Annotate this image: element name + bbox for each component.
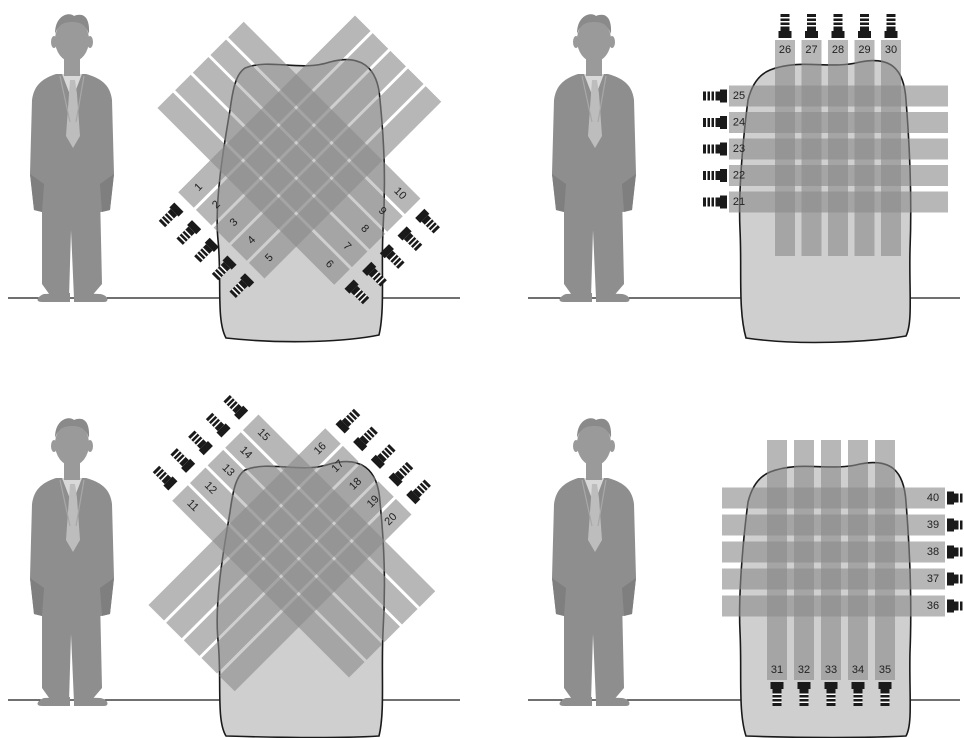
panel-grid-bottom: 31 32 33 34 35 36 37 38 39 40: [528, 417, 964, 738]
scan-beam: [722, 541, 945, 563]
projector-icon: [858, 14, 871, 38]
projector-icon: [703, 89, 727, 103]
beam-layer: [729, 40, 948, 256]
beam-number-label: 23: [733, 143, 745, 155]
scan-beam: [166, 445, 359, 639]
scan-beam: [219, 498, 412, 692]
person-silhouette: [29, 417, 115, 707]
person-silhouette: [551, 417, 637, 707]
projector-icon: [947, 518, 964, 532]
projector-icon: [353, 425, 380, 452]
scan-beam: [722, 487, 945, 509]
scan-beam: [175, 74, 368, 268]
scan-beam: [775, 40, 795, 256]
panel-grid-top: 21 22 23 24 25 26 27 28 29 30: [528, 13, 960, 344]
scan-beam: [157, 92, 350, 285]
scan-beam: [183, 463, 377, 656]
beam-number-label: 38: [927, 546, 939, 558]
scan-beam: [828, 40, 848, 256]
scan-beam: [201, 481, 394, 674]
projector-icon: [157, 202, 184, 229]
beam-number-label: 26: [779, 44, 791, 56]
beam-number-label: 29: [858, 44, 870, 56]
projector-icon: [947, 572, 964, 586]
projector-icon: [778, 14, 792, 38]
scan-beam: [881, 40, 901, 256]
scan-beam: [854, 40, 875, 256]
projector-icon: [703, 169, 727, 182]
beam-number-label: 39: [927, 519, 939, 531]
projector-icon: [703, 142, 727, 156]
beam-number-label: 27: [805, 44, 817, 56]
projector-icon: [186, 429, 213, 456]
beam-layer: [722, 440, 945, 680]
scan-beam: [228, 21, 421, 215]
person-silhouette: [29, 13, 115, 303]
projector-icon: [703, 195, 727, 209]
beam-number-label: 31: [771, 664, 783, 676]
projector-icon: [415, 208, 442, 235]
projector-icon: [831, 14, 845, 38]
beam-number-label: 36: [927, 600, 939, 612]
beam-number-label: 21: [733, 196, 745, 208]
beam-number-label: 40: [927, 492, 939, 504]
beam-number-label: 34: [852, 664, 864, 676]
projector-icon: [175, 220, 202, 247]
scan-beam: [801, 40, 822, 256]
beam-number-label: 22: [733, 170, 745, 182]
projector-icon: [947, 545, 964, 559]
person-silhouette: [551, 13, 637, 303]
projector-icon: [805, 14, 818, 38]
projector-icon: [947, 599, 964, 613]
scan-beam: [192, 57, 386, 250]
projector-icon: [151, 464, 178, 491]
beam-number-label: 35: [879, 664, 891, 676]
beam-layer: [157, 15, 442, 285]
projector-icon: [406, 478, 433, 505]
beam-number-label: 30: [885, 44, 897, 56]
scan-beam: [210, 39, 403, 232]
projector-icon: [204, 411, 231, 438]
projector-icon: [370, 442, 397, 469]
projector-icon: [169, 446, 196, 473]
scan-beam: [148, 428, 341, 621]
projector-icon: [884, 14, 898, 38]
projector-icon: [335, 407, 362, 434]
projector-icon: [703, 116, 727, 129]
projector-icon: [222, 393, 249, 420]
beam-number-label: 28: [832, 44, 844, 56]
beam-number-label: 25: [733, 90, 745, 102]
projector-icon: [397, 226, 424, 253]
scan-beam: [722, 568, 945, 590]
projector-icon: [388, 460, 415, 487]
beam-layer: [148, 414, 436, 692]
beam-number-label: 33: [825, 664, 837, 676]
scan-beam: [722, 514, 945, 536]
projector-icon: [947, 491, 964, 505]
projector-icon: [379, 244, 406, 271]
beam-number-label: 24: [733, 117, 745, 129]
beam-number-label: 37: [927, 573, 939, 585]
beam-number-label: 32: [798, 664, 810, 676]
scan-beam: [722, 595, 945, 617]
projector-icon: [192, 237, 219, 264]
